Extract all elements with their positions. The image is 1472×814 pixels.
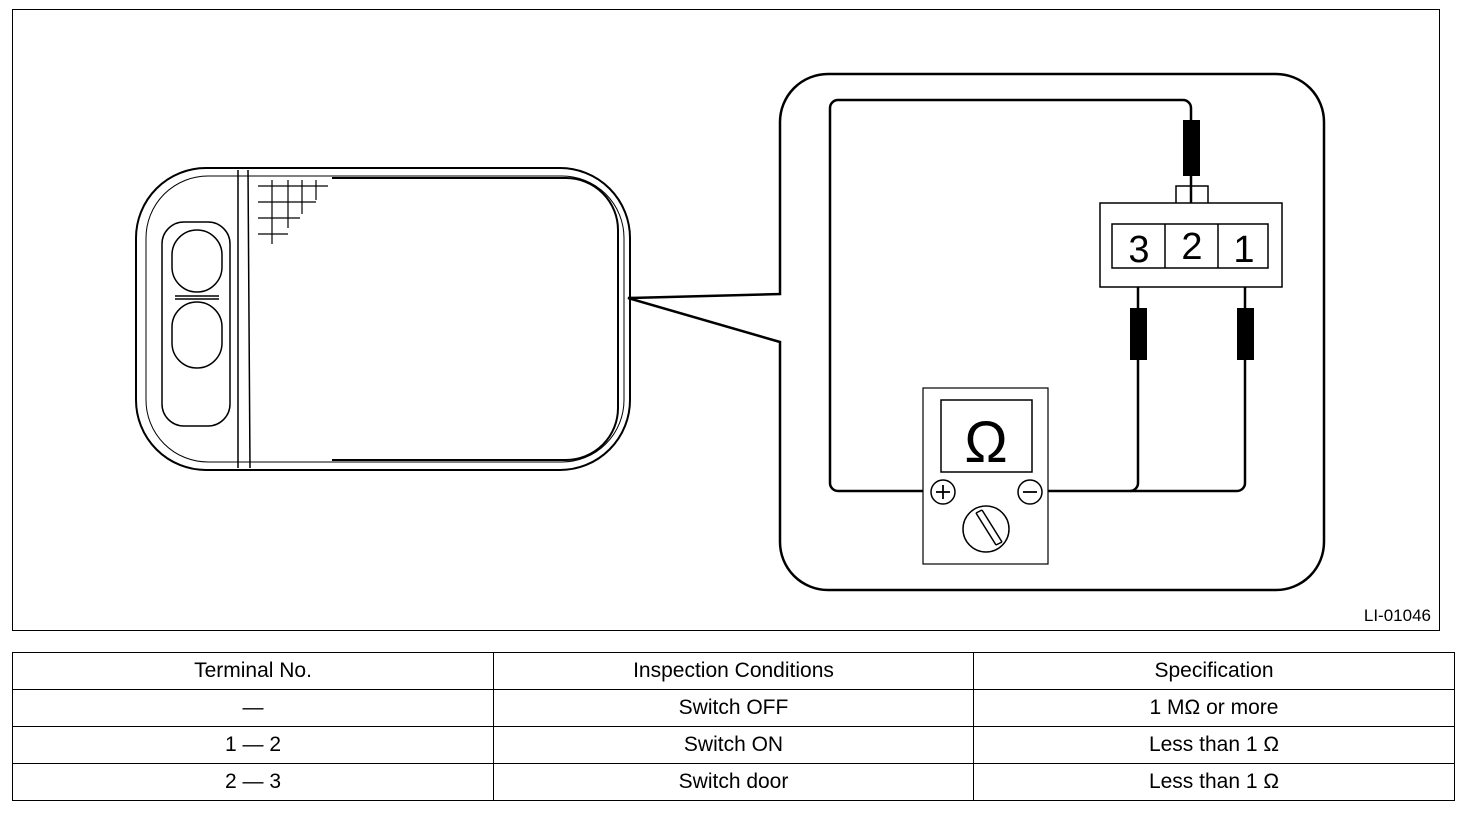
dome-lamp bbox=[135, 167, 631, 471]
switch-connector: 3 2 1 bbox=[1099, 185, 1283, 288]
figure-frame: LI-01046 bbox=[12, 9, 1440, 631]
table-row: 2 — 3 Switch door Less than 1 Ω bbox=[12, 763, 1455, 801]
condition-cell: Switch door bbox=[493, 763, 974, 801]
ohm-symbol: Ω bbox=[964, 410, 1007, 475]
specification-cell: Less than 1 Ω bbox=[973, 763, 1455, 801]
figure-id: LI-01046 bbox=[1363, 606, 1431, 625]
column-header-specification: Specification bbox=[973, 652, 1455, 690]
probe-pin-1 bbox=[1237, 308, 1254, 360]
switch-button-upper bbox=[171, 229, 223, 293]
table-row: 1 — 2 Switch ON Less than 1 Ω bbox=[12, 726, 1455, 764]
condition-cell: Switch OFF bbox=[493, 689, 974, 727]
pin-label-3: 3 bbox=[1128, 229, 1149, 271]
condition-cell: Switch ON bbox=[493, 726, 974, 764]
inspection-table: Terminal No. Inspection Conditions Speci… bbox=[12, 652, 1455, 801]
lamp-switch-housing bbox=[161, 221, 231, 427]
specification-cell: 1 MΩ or more bbox=[973, 689, 1455, 727]
probe-top bbox=[1183, 120, 1200, 176]
ohmmeter: Ω bbox=[922, 387, 1049, 565]
terminal-cell: — bbox=[12, 689, 494, 727]
connector-latch bbox=[1175, 185, 1209, 203]
probe-pin-3 bbox=[1130, 308, 1147, 360]
pin-label-2: 2 bbox=[1181, 226, 1202, 268]
table-header-row: Terminal No. Inspection Conditions Speci… bbox=[12, 652, 1455, 690]
wiring-diagram: 3 2 1 Ω bbox=[135, 72, 1326, 592]
switch-button-lower bbox=[171, 301, 223, 369]
meter-display bbox=[940, 399, 1033, 473]
table-row: — Switch OFF 1 MΩ or more bbox=[12, 689, 1455, 727]
terminal-cell: 1 — 2 bbox=[12, 726, 494, 764]
specification-cell: Less than 1 Ω bbox=[973, 726, 1455, 764]
column-header-conditions: Inspection Conditions bbox=[493, 652, 974, 690]
lamp-lens bbox=[332, 177, 619, 461]
lens-texture bbox=[258, 180, 328, 244]
column-header-terminal: Terminal No. bbox=[12, 652, 494, 690]
pin-label-1: 1 bbox=[1233, 229, 1254, 271]
terminal-cell: 2 — 3 bbox=[12, 763, 494, 801]
